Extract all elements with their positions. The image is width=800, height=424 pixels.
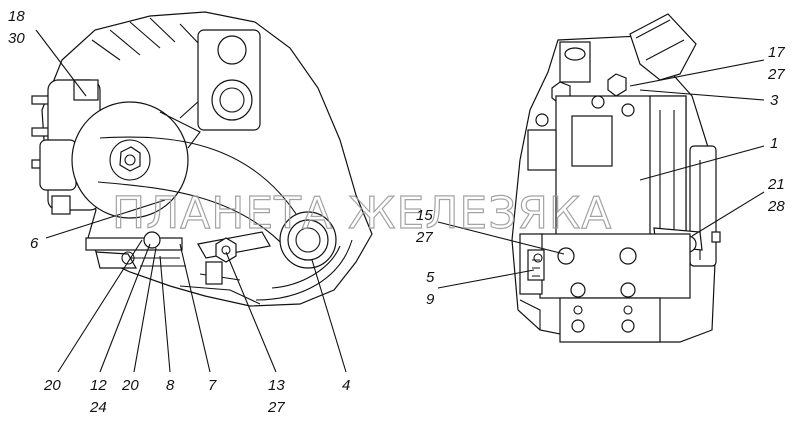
left-assembly-view xyxy=(31,11,373,307)
callout-20-right: 20 xyxy=(121,377,139,394)
callout-27-mid: 27 xyxy=(415,229,433,246)
bolt-5 xyxy=(527,249,545,281)
callout-17: 17 xyxy=(768,44,785,61)
bolt-13 xyxy=(215,237,237,263)
leader-lines xyxy=(35,29,765,373)
mount-plate xyxy=(539,233,691,299)
callout-5: 5 xyxy=(426,269,435,286)
pulley-nut xyxy=(119,146,141,172)
bolt-15 xyxy=(557,247,575,265)
callout-20-left: 20 xyxy=(43,377,61,394)
cover-ribs xyxy=(91,17,176,61)
callout-1: 1 xyxy=(770,135,778,152)
right-assembly-view xyxy=(511,13,721,343)
callout-13: 13 xyxy=(268,377,285,394)
inlet-pipe xyxy=(629,13,697,81)
adjust-rod xyxy=(85,237,183,251)
callout-27-top: 27 xyxy=(767,66,785,83)
callout-3: 3 xyxy=(770,92,779,109)
callout-labels: 18 30 6 20 12 24 20 8 7 13 27 4 17 27 3 … xyxy=(8,8,785,416)
callout-18: 18 xyxy=(8,8,25,25)
callout-28: 28 xyxy=(767,198,785,215)
callout-12: 12 xyxy=(90,377,107,394)
callout-7: 7 xyxy=(208,377,217,394)
bolt-17 xyxy=(607,73,627,97)
callout-6: 6 xyxy=(30,235,39,252)
callout-4: 4 xyxy=(342,377,350,394)
callout-30: 30 xyxy=(8,30,25,47)
pump-port xyxy=(217,35,247,65)
callout-15: 15 xyxy=(416,207,433,224)
pump-body xyxy=(211,79,253,121)
callout-27-left: 27 xyxy=(267,399,285,416)
callout-8: 8 xyxy=(166,377,175,394)
callout-24: 24 xyxy=(89,399,107,416)
rod-nut xyxy=(143,231,161,249)
drive-belt xyxy=(97,136,301,253)
callout-21: 21 xyxy=(767,176,785,193)
watermark-text: ПЛАНЕТА ЖЕЛЕЗЯКА xyxy=(112,188,612,239)
callout-9: 9 xyxy=(426,291,435,308)
bolt-18 xyxy=(73,79,99,101)
